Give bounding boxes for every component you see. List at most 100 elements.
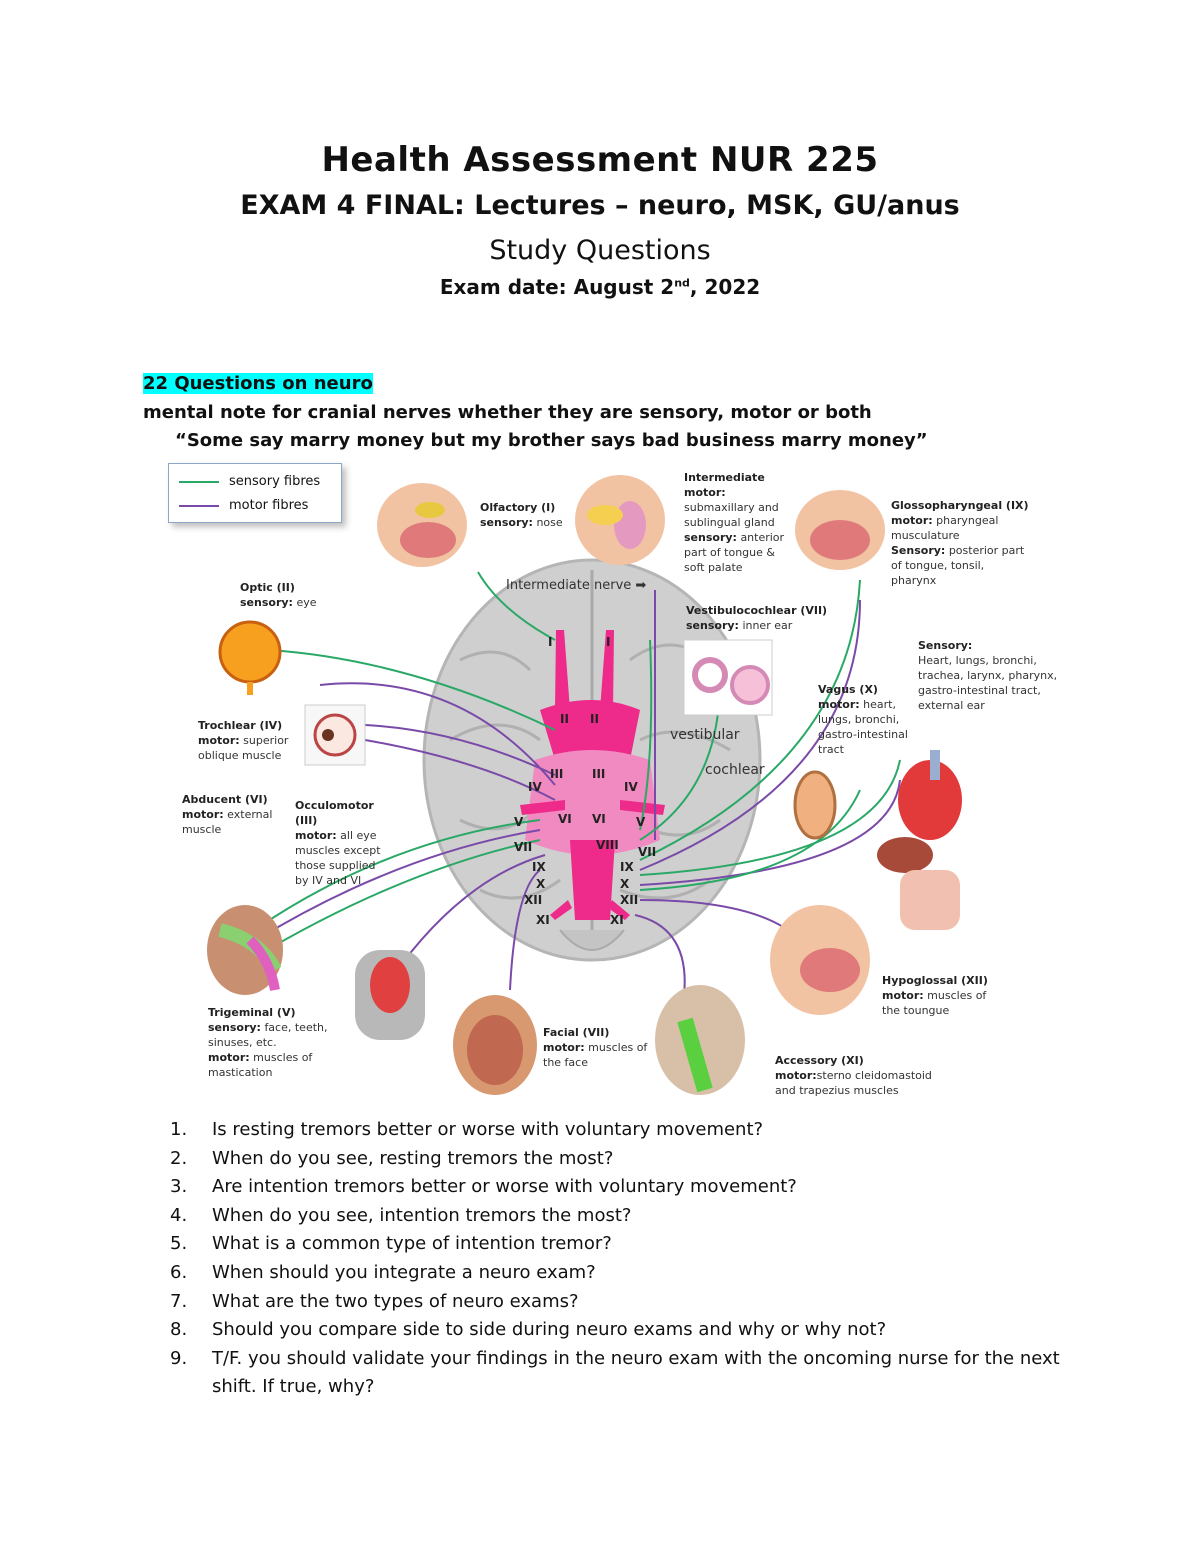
question-item: 2. When do you see, resting tremors the m… [170,1145,1090,1174]
nerve-num-IV-right: IV [624,780,638,794]
highlighted-heading: 22 Questions on neuro [143,373,373,394]
question-text: Is resting tremors better or worse with … [212,1119,764,1140]
question-number: 3. [170,1176,188,1198]
olfactory-label: Olfactory (I)sensory: nose [480,501,563,529]
cranial-nerves-diagram: sensory fibres motor fibres Olfactory (I… [160,460,1060,1110]
question-text: What is a common type of intention tremo… [212,1233,612,1255]
optic-label: Optic (II)sensory: eye [240,581,317,609]
nerve-num-VII-right: VII [638,845,657,859]
intermediate-head-illustration [575,475,665,565]
exam-subtitle: EXAM 4 FINAL: Lectures – neuro, MSK, GU/… [240,190,960,221]
vagus-sensory-label: Sensory:Heart, lungs, bronchi, trachea, … [918,639,1058,712]
question-number: 2. [170,1147,188,1169]
nerve-num-VI-right: VI [592,812,606,826]
question-list: 1. Is resting tremors better or worse wit… [170,1116,1090,1402]
eye-illustration-optic [218,620,282,695]
nerve-num-XII-right: XII [620,893,639,907]
nerve-num-III-right: III [592,767,606,781]
accessory-neck-illustration [655,985,745,1095]
question-item: 3.Are intention tremors better or worse … [170,1173,1090,1202]
question-text: When do you see, resting tremors the mos… [212,1147,614,1169]
vagus-label: Vagus (X)motor: heart, lungs, bronchi, g… [818,683,908,756]
sensory-swatch [179,480,219,483]
nerve-num-I-left: I [548,635,553,649]
page-title: Health Assessment NUR 225 [321,140,879,180]
nose-illustration [377,483,467,567]
question-item: 1. Is resting tremors better or worse wit… [170,1116,1090,1145]
question-item: 9. T/F. you should validate your findings… [170,1345,1090,1402]
question-text: What are the two types of neuro exams? [212,1290,579,1312]
accessory-label: Accessory (XI)motor:sterno cleidomastoid… [775,1054,932,1097]
question-item: 6. When should you integrate a neuro exam… [170,1259,1090,1288]
question-number: 1. [170,1119,188,1140]
mental-note: mental note for cranial nerves whether t… [143,402,872,423]
question-item: 7. What are the two types of neuro exams? [170,1288,1090,1317]
exam-date-suffix: , 2022 [689,275,761,299]
neuro-section-heading: 22 Questions on neuro [143,373,373,394]
legend-motor-label: motor fibres [229,498,309,513]
question-text: Should you compare side to side during n… [212,1319,887,1341]
question-number: 4. [170,1204,188,1226]
legend-motor: motor fibres [179,498,308,513]
exam-date-prefix: Exam date: August 2 [439,275,675,299]
question-text: When should you integrate a neuro exam? [212,1261,596,1283]
nerve-num-IX-right: IX [620,860,634,874]
nerve-num-X-left: X [536,877,546,891]
nerve-num-IX-left: IX [532,860,546,874]
cochlear-label: cochlear [705,762,765,778]
facial-head-illustration [453,995,537,1095]
vestibular-label: vestibular [670,727,740,743]
outer-ear-illustration [793,770,837,840]
nerve-num-VI-left: VI [558,812,572,826]
nerve-num-V-right: V [636,815,646,829]
nerve-num-II-right: II [590,712,599,726]
exam-date: Exam date: August 2nd, 2022 [0,275,1200,299]
fiber-legend: sensory fibres motor fibres [168,463,342,523]
eye-muscles-illustration [304,704,366,766]
abducent-label: Abducent (VI)motor: external muscle [182,793,273,836]
mnemonic: “Some say marry money but my brother say… [175,430,928,451]
legend-sensory: sensory fibres [179,474,320,489]
nerve-num-X-right: X [620,877,630,891]
glossopharyngeal-label: Glossopharyngeal (IX)motor: pharyngeal m… [891,499,1029,587]
hypoglossal-label: Hypoglossal (XII)motor: muscles of the t… [882,974,988,1017]
nerve-num-III-left: III [550,767,564,781]
question-number: 8. [170,1319,188,1341]
nerve-num-XI-right: XI [610,913,624,927]
nerve-num-XI-left: XI [536,913,550,927]
vestibulocochlear-label: Vestibulocochlear (VII)sensory: inner ea… [686,604,828,632]
diagram-art [207,475,962,1095]
trigeminal-label: Trigeminal (V)sensory: face, teeth, sinu… [208,1006,328,1079]
mastication-head-illustration [355,950,425,1040]
intermediate-nerve-label: Intermediate nerve ➡ [506,578,647,593]
trochlear-label: Trochlear (IV)motor: superior oblique mu… [198,719,289,762]
motor-swatch [179,504,219,507]
question-text: T/F. you should validate your findings i… [212,1347,1060,1398]
question-number: 9. [170,1347,188,1369]
oculomotor-label: Occulomotor (III)motor: all eye muscles … [295,799,381,887]
question-text: When do you see, intention tremors the m… [212,1204,632,1226]
anatomy-illustrations [207,475,962,1095]
question-number: 6. [170,1261,188,1283]
facial-label: Facial (VII)motor: muscles of the face [543,1026,648,1069]
question-item: 5. What is a common type of intention tre… [170,1230,1090,1259]
section-heading: Study Questions [489,235,711,266]
organs-illustration [877,750,962,930]
throat-illustration [795,490,885,570]
nerve-num-VIII-left: VIII [596,838,619,852]
legend-sensory-label: sensory fibres [229,474,321,489]
exam-date-sup: nd [674,276,690,290]
question-number: 7. [170,1290,188,1312]
nerve-num-XII-left: XII [524,893,543,907]
nerve-num-IV-left: IV [528,780,542,794]
nerve-num-I-right: I [606,635,611,649]
inner-ear-illustration [683,639,773,716]
nerve-num-V-left: V [514,815,524,829]
nerve-num-II-left: II [560,712,569,726]
question-item: 8. Should you compare side to side during… [170,1316,1090,1345]
hypoglossal-head-illustration [770,905,870,1015]
nerve-num-VII-left: VII [514,840,533,854]
nerve-structure [520,630,665,920]
question-number: 5. [170,1233,188,1255]
